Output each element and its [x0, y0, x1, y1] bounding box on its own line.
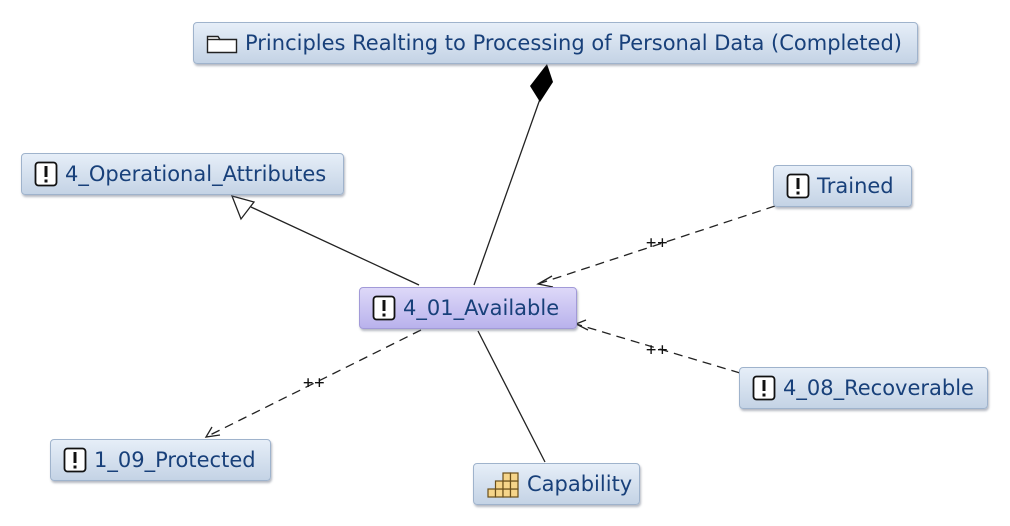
node-available[interactable]: 4_01_Available [359, 287, 577, 329]
dependency-arrowhead-recoverable [574, 319, 589, 331]
association-edge [477, 330, 546, 463]
composition-diamond [530, 64, 553, 102]
node-label: 4_01_Available [403, 296, 560, 320]
requirement-icon [34, 161, 58, 187]
folder-icon [206, 32, 238, 54]
node-principles[interactable]: Principles Realting to Processing of Per… [193, 22, 918, 64]
node-label: 4_Operational_Attributes [65, 162, 327, 186]
requirement-icon [752, 375, 776, 401]
node-protected[interactable]: 1_09_Protected [50, 439, 271, 481]
generalization-arrowhead [230, 195, 256, 221]
edge-label-trained: ++ [646, 233, 669, 253]
edge-label-recoverable: ++ [646, 340, 669, 360]
node-label: Capability [527, 472, 633, 496]
node-label: Principles Realting to Processing of Per… [245, 31, 902, 55]
node-label: Trained [817, 174, 894, 198]
dependency-edge-recoverable [575, 323, 741, 374]
requirement-icon [63, 447, 87, 473]
node-label: 4_08_Recoverable [783, 376, 974, 400]
generalization-edge [250, 206, 420, 286]
dependency-arrowhead-trained [536, 275, 554, 288]
edge-label-protected: ++ [303, 373, 326, 393]
node-trained[interactable]: Trained [773, 165, 912, 207]
node-operational-attributes[interactable]: 4_Operational_Attributes [21, 153, 344, 195]
node-label: 1_09_Protected [94, 448, 256, 472]
node-recoverable[interactable]: 4_08_Recoverable [739, 367, 988, 409]
dependency-arrowhead-protected [204, 426, 221, 438]
dependency-edge-protected [205, 329, 422, 438]
capability-icon [486, 469, 520, 499]
node-capability[interactable]: Capability [473, 463, 640, 505]
requirement-icon [372, 295, 396, 321]
dependency-edge-trained [537, 205, 776, 285]
composition-edge [473, 98, 541, 286]
requirement-icon [786, 173, 810, 199]
